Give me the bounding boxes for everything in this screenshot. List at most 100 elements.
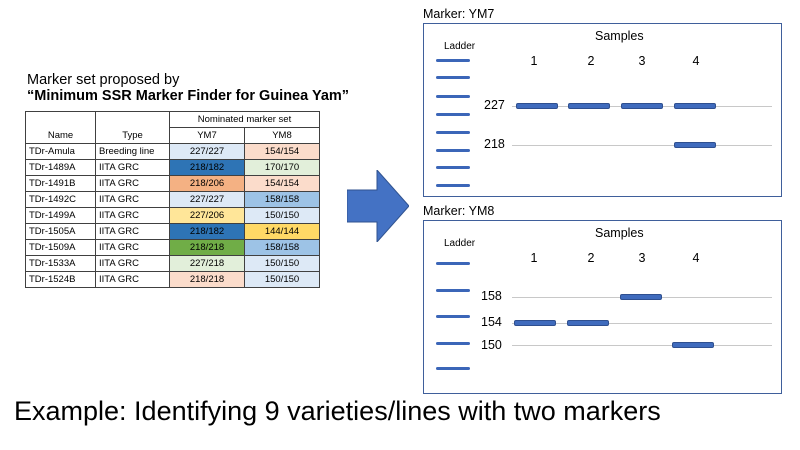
cell-ym8: 150/150 (244, 255, 320, 272)
ladder-label: Ladder (444, 41, 476, 52)
guide-line (512, 345, 772, 346)
size-label: 218 (484, 137, 505, 151)
cell-ym8: 150/150 (244, 271, 320, 288)
sample-number: 3 (638, 54, 646, 68)
cell-ym8: 144/144 (244, 223, 320, 240)
ladder-band (436, 184, 470, 187)
ladder-band (436, 131, 470, 134)
cell-ym7: 218/182 (169, 159, 245, 176)
sample-number: 1 (530, 54, 538, 68)
cell-ym7: 218/218 (169, 239, 245, 256)
caption-line-1: Marker set proposed by (27, 72, 180, 88)
sample-number: 4 (692, 251, 700, 265)
ladder-band (436, 342, 470, 345)
sample-number: 4 (692, 54, 700, 68)
col-header-type: Type (95, 127, 170, 144)
ladder-band (436, 289, 470, 292)
gel-panel-ym7: Ladder Samples 1 2 3 4 227 218 (423, 23, 782, 197)
cell-type: IITA GRC (95, 239, 170, 256)
group-header: Nominated marker set (169, 111, 320, 128)
sample-band (516, 103, 558, 109)
cell-ym8: 154/154 (244, 175, 320, 192)
ladder-band (436, 95, 470, 98)
size-label: 150 (481, 338, 502, 352)
cell-ym7: 227/227 (169, 143, 245, 160)
sample-number: 1 (530, 251, 538, 265)
size-label: 158 (481, 289, 502, 303)
cell-name: TDr-1491B (25, 175, 96, 192)
cell-ym8: 158/158 (244, 239, 320, 256)
cell-type: Breeding line (95, 143, 170, 160)
cell-type: IITA GRC (95, 271, 170, 288)
marker-set-caption: Marker set proposed by “Minimum SSR Mark… (27, 72, 349, 104)
gel-title-ym7: Marker: YM7 (423, 7, 495, 21)
ladder-band (436, 262, 470, 265)
cell-type: IITA GRC (95, 207, 170, 224)
col-header-name: Name (25, 127, 96, 144)
sample-band (674, 142, 716, 148)
sample-band (672, 342, 714, 348)
cell-type: IITA GRC (95, 175, 170, 192)
cell-name: TDr-1524B (25, 271, 96, 288)
cell-ym7: 218/218 (169, 271, 245, 288)
gel-title-ym8: Marker: YM8 (423, 204, 495, 218)
ladder-band (436, 315, 470, 318)
ladder-band (436, 59, 470, 62)
cell-ym8: 170/170 (244, 159, 320, 176)
sample-band (674, 103, 716, 109)
sample-number: 3 (638, 251, 646, 265)
cell-ym7: 227/218 (169, 255, 245, 272)
samples-label: Samples (595, 226, 644, 240)
ladder-band (436, 149, 470, 152)
col-header-ym7: YM7 (169, 127, 245, 144)
cell-ym7: 227/206 (169, 207, 245, 224)
ladder-band (436, 166, 470, 169)
right-arrow-icon (347, 170, 409, 242)
ladder-band (436, 113, 470, 116)
cell-name: TDr-1509A (25, 239, 96, 256)
cell-ym8: 150/150 (244, 207, 320, 224)
cell-ym7: 218/182 (169, 223, 245, 240)
cell-name: TDr-1505A (25, 223, 96, 240)
ladder-band (436, 76, 470, 79)
cell-ym8: 158/158 (244, 191, 320, 208)
gel-panel-ym8: Ladder Samples 1 2 3 4 158 154 150 (423, 220, 782, 394)
col-header-ym8: YM8 (244, 127, 320, 144)
guide-line (512, 145, 772, 146)
cell-type: IITA GRC (95, 191, 170, 208)
sample-number: 2 (587, 54, 595, 68)
cell-type: IITA GRC (95, 223, 170, 240)
cell-name: TDr-Amula (25, 143, 96, 160)
cell-type: IITA GRC (95, 255, 170, 272)
cell-ym8: 154/154 (244, 143, 320, 160)
sample-band (568, 103, 610, 109)
cell-name: TDr-1499A (25, 207, 96, 224)
sample-band (514, 320, 556, 326)
caption-line-2: “Minimum SSR Marker Finder for Guinea Ya… (27, 88, 350, 104)
cell-type: IITA GRC (95, 159, 170, 176)
table-header-row-2: Name Type YM7 YM8 (25, 127, 320, 144)
example-caption: Example: Identifying 9 varieties/lines w… (14, 396, 661, 426)
ladder-label: Ladder (444, 238, 476, 249)
cell-name: TDr-1533A (25, 255, 96, 272)
sample-band (567, 320, 609, 326)
sample-number: 2 (587, 251, 595, 265)
cell-name: TDr-1492C (25, 191, 96, 208)
cell-name: TDr-1489A (25, 159, 96, 176)
guide-line (512, 323, 772, 324)
marker-table: Nominated marker set Name Type YM7 YM8 T… (25, 111, 320, 288)
sample-band (620, 294, 662, 300)
size-label: 154 (481, 315, 502, 329)
cell-ym7: 227/227 (169, 191, 245, 208)
ladder-band (436, 367, 470, 370)
size-label: 227 (484, 98, 505, 112)
